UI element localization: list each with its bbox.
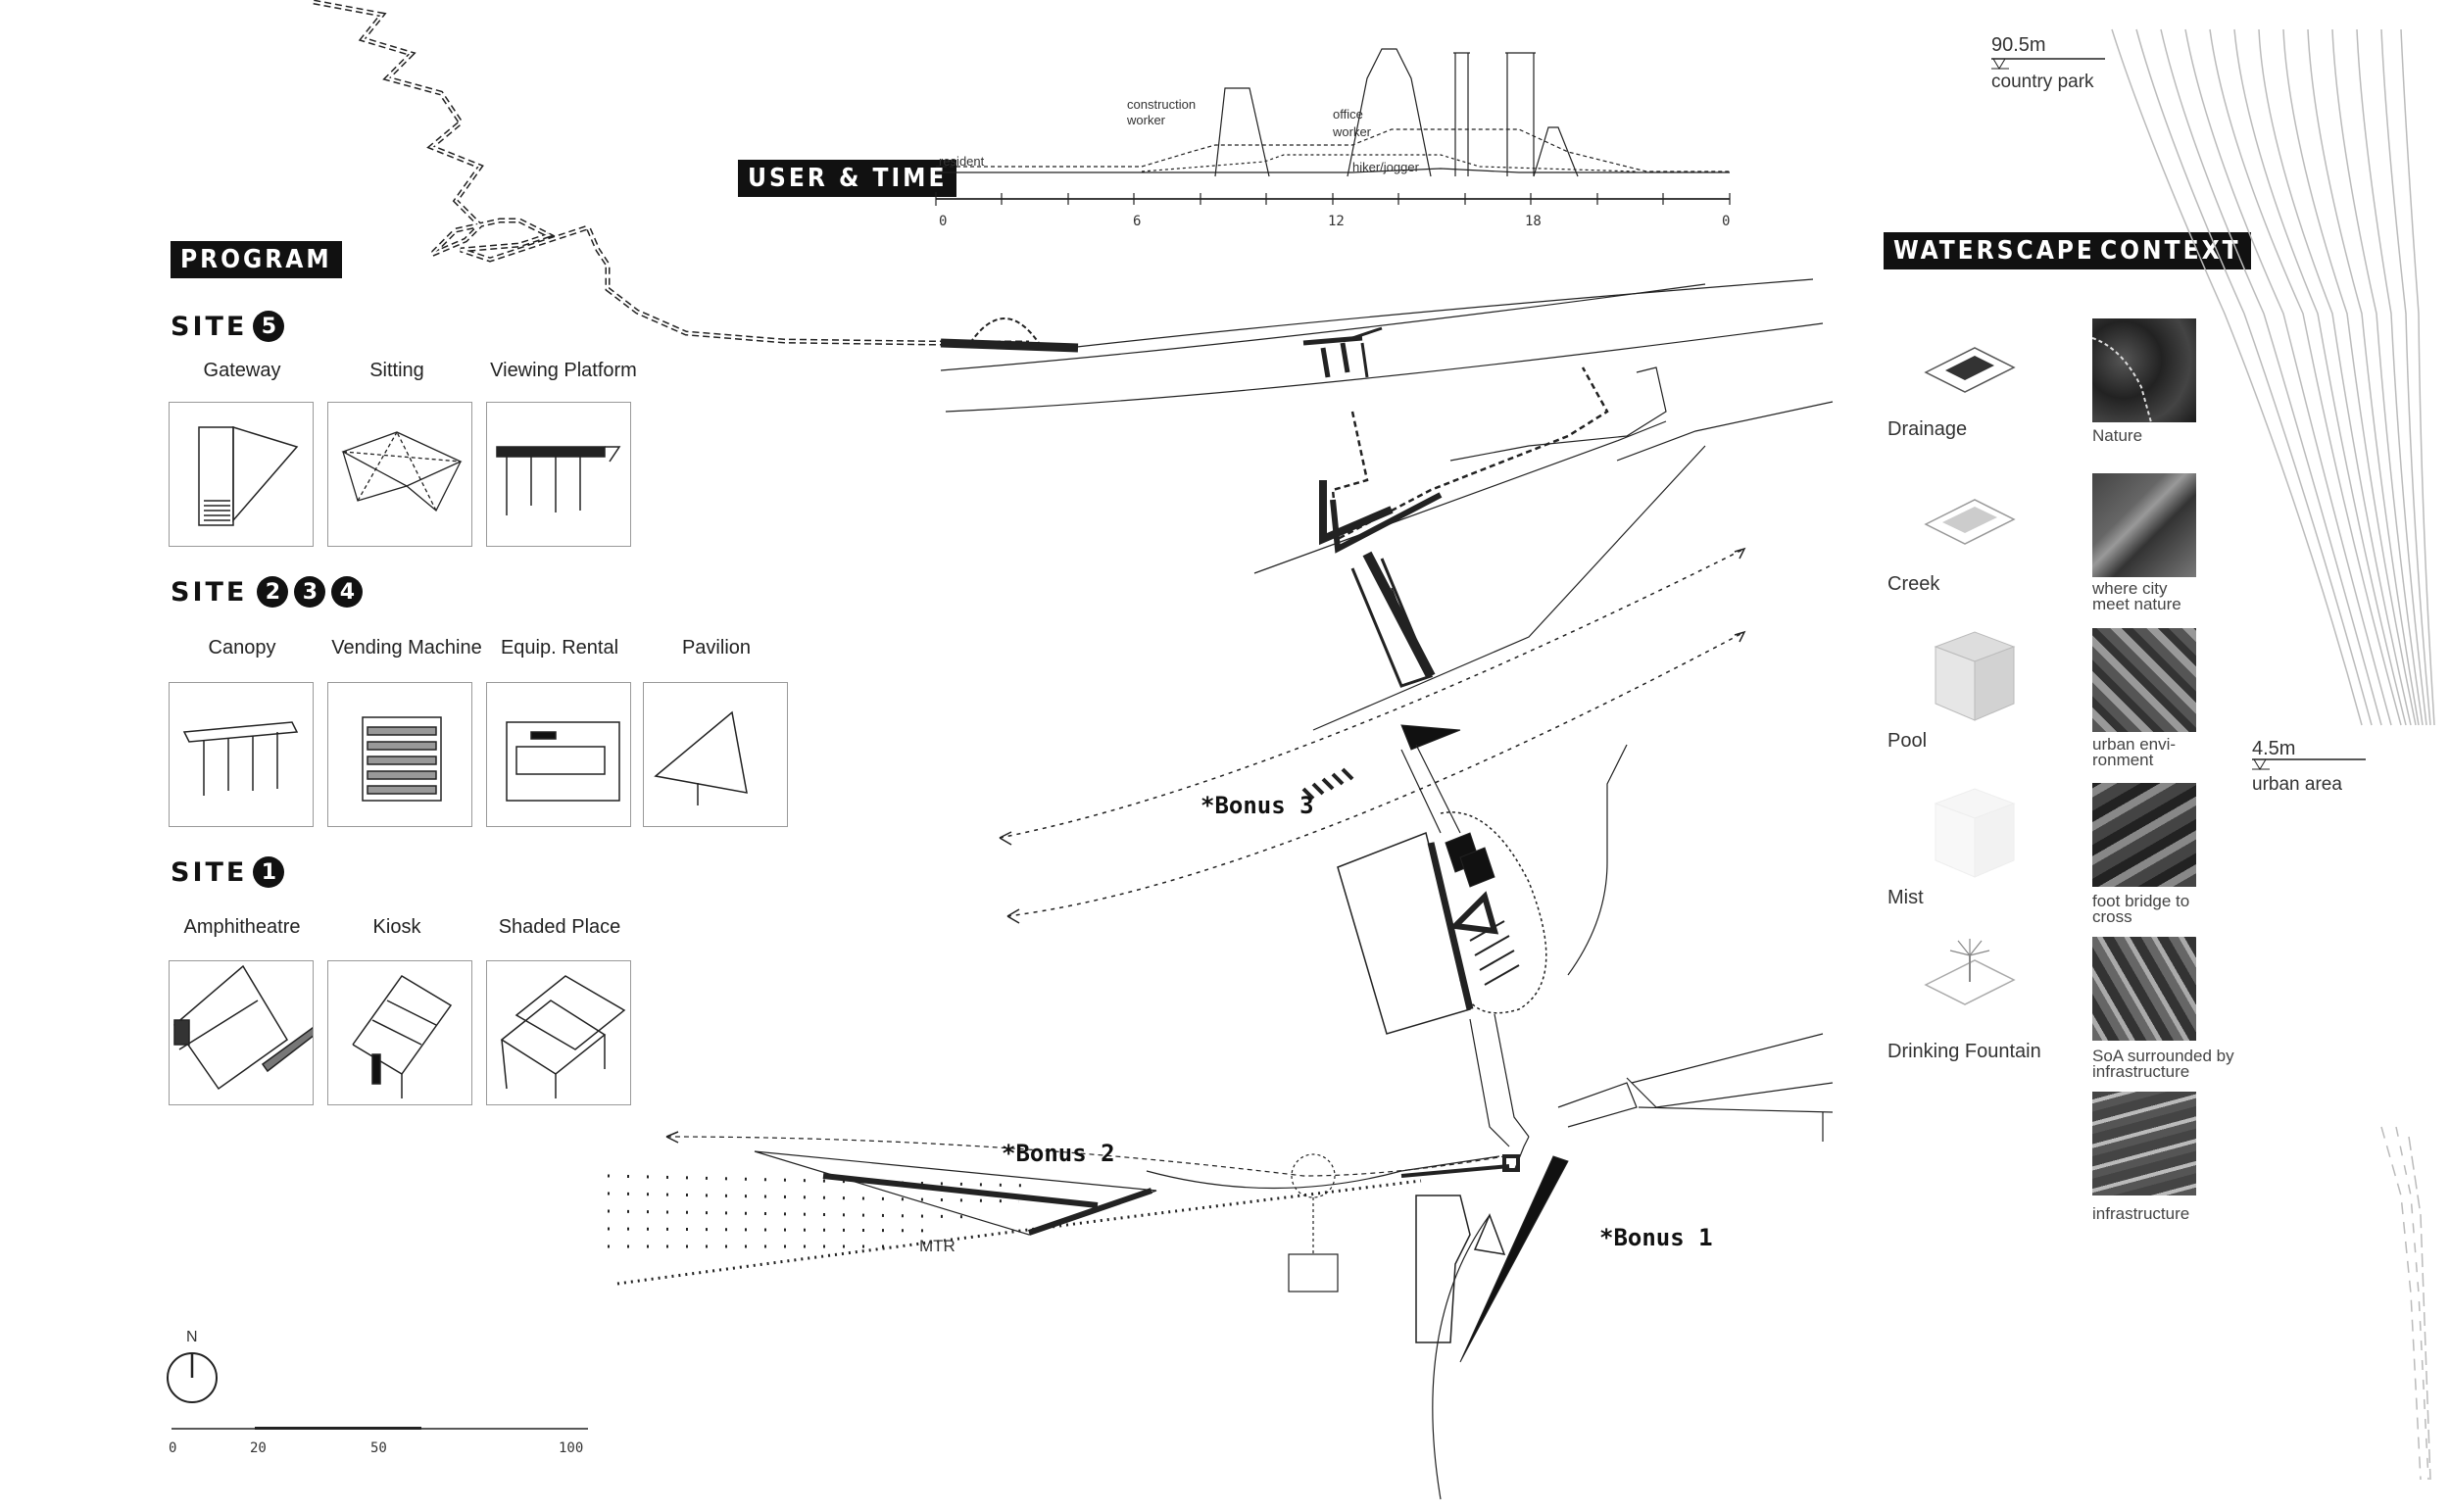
user-resident: resident <box>939 154 985 169</box>
equip-rental-diagram <box>486 682 631 827</box>
waterscape-header: WATERSCAPE <box>1884 232 2105 269</box>
scale-tick-50: 50 <box>370 1440 387 1456</box>
elevation-top-marker <box>1991 58 2105 70</box>
context-label-urban: urban envi- ronment <box>2092 735 2177 769</box>
context-photo-urban <box>2092 628 2196 732</box>
program-label-viewing-platform: Viewing Platform <box>490 360 637 381</box>
user-office-worker: office worker <box>1333 107 1372 139</box>
elevation-top-value: 90.5m <box>1991 34 2046 56</box>
pavilion-diagram <box>643 682 788 827</box>
site-234-title: SITE <box>171 576 248 608</box>
elevation-bottom-marker <box>2252 758 2366 770</box>
context-photo-nature <box>2092 318 2196 422</box>
context-label-foot-bridge: foot bridge to cross <box>2092 892 2190 926</box>
bonus-1-label: *Bonus 1 <box>1599 1224 1713 1251</box>
program-header: PROGRAM <box>171 241 342 278</box>
sitting-diagram <box>327 402 472 547</box>
canopy-diagram <box>169 682 314 827</box>
site-number-badge: 4 <box>331 576 364 608</box>
program-label-sitting: Sitting <box>369 360 424 381</box>
elevation-top-label: country park <box>1991 72 2094 92</box>
drinking-fountain-icon <box>1924 939 2016 1005</box>
bonus-2-label: *Bonus 2 <box>1002 1140 1115 1167</box>
kiosk-diagram <box>327 960 472 1105</box>
time-tick-0-end: 0 <box>1722 214 1731 229</box>
program-label-equip-rental: Equip. Rental <box>500 637 619 658</box>
elevation-bottom-label: urban area <box>2252 774 2342 795</box>
drainage-icon <box>1924 347 2016 393</box>
time-tick-12: 12 <box>1328 214 1345 229</box>
creek-icon <box>1924 499 2016 545</box>
north-arrow-icon <box>167 1352 218 1403</box>
scale-bar <box>172 1427 588 1430</box>
program-label-canopy: Canopy <box>208 637 276 658</box>
site-number-badge: 2 <box>257 576 289 608</box>
scale-tick-100: 100 <box>559 1440 584 1456</box>
program-label-pavilion: Pavilion <box>681 637 752 658</box>
amphitheatre-diagram <box>169 960 319 1105</box>
north-label: N <box>186 1329 198 1345</box>
context-photo-city-nature <box>2092 473 2196 577</box>
program-label-vending-machine: Vending Machine <box>331 637 482 658</box>
site-number-badge: 1 <box>253 856 285 888</box>
shaded-place-diagram <box>486 960 631 1105</box>
gateway-diagram <box>169 402 314 547</box>
mist-icon <box>1934 788 2016 878</box>
program-label-gateway: Gateway <box>203 360 281 381</box>
site-number-badge: 3 <box>294 576 326 608</box>
user-hiker-jogger: hiker/jogger <box>1352 160 1419 174</box>
waterscape-drinking-fountain: Drinking Fountain <box>1887 1041 2041 1062</box>
bonus-3-label: *Bonus 3 <box>1200 792 1314 819</box>
user-time-chart <box>935 48 1731 206</box>
elevation-bottom-value: 4.5m <box>2252 738 2296 759</box>
site-234-heading: SITE 2 3 4 <box>171 576 364 608</box>
context-label-soa: SoA surrounded by infrastructure <box>2092 1047 2234 1081</box>
context-photo-soa <box>2092 937 2196 1041</box>
context-photo-foot-bridge <box>2092 783 2196 887</box>
program-label-kiosk: Kiosk <box>372 916 421 938</box>
scale-tick-0: 0 <box>169 1440 177 1456</box>
site-1-title: SITE <box>171 856 248 888</box>
time-tick-0: 0 <box>939 214 948 229</box>
mtr-label: MTR <box>919 1237 956 1255</box>
time-tick-6: 6 <box>1133 214 1142 229</box>
site-1-heading: SITE 1 <box>171 856 285 888</box>
waterscape-creek: Creek <box>1887 573 1940 595</box>
viewing-platform-diagram <box>486 402 631 547</box>
user-construction-worker: construction worker <box>1127 97 1197 127</box>
pool-icon <box>1934 631 2016 721</box>
elevation-profile <box>2111 28 2435 1481</box>
vending-machine-diagram <box>327 682 472 827</box>
context-header: CONTEXT <box>2090 232 2251 269</box>
site-5-title: SITE <box>171 311 248 342</box>
context-label-city-nature: where city meet nature <box>2092 579 2181 613</box>
waterscape-pool: Pool <box>1887 730 1928 752</box>
context-label-infrastructure: infrastructure <box>2092 1204 2190 1223</box>
program-label-shaded-place: Shaded Place <box>498 916 621 938</box>
site-number-badge: 5 <box>253 311 285 342</box>
context-photo-infrastructure <box>2092 1092 2196 1195</box>
program-label-amphitheatre: Amphitheatre <box>183 916 301 938</box>
site-5-heading: SITE 5 <box>171 311 285 342</box>
user-time-header: USER & TIME <box>738 160 957 197</box>
scale-tick-20: 20 <box>250 1440 267 1456</box>
waterscape-drainage: Drainage <box>1887 418 1968 440</box>
time-tick-18: 18 <box>1525 214 1542 229</box>
waterscape-mist: Mist <box>1887 887 1924 908</box>
context-label-nature: Nature <box>2092 426 2143 445</box>
